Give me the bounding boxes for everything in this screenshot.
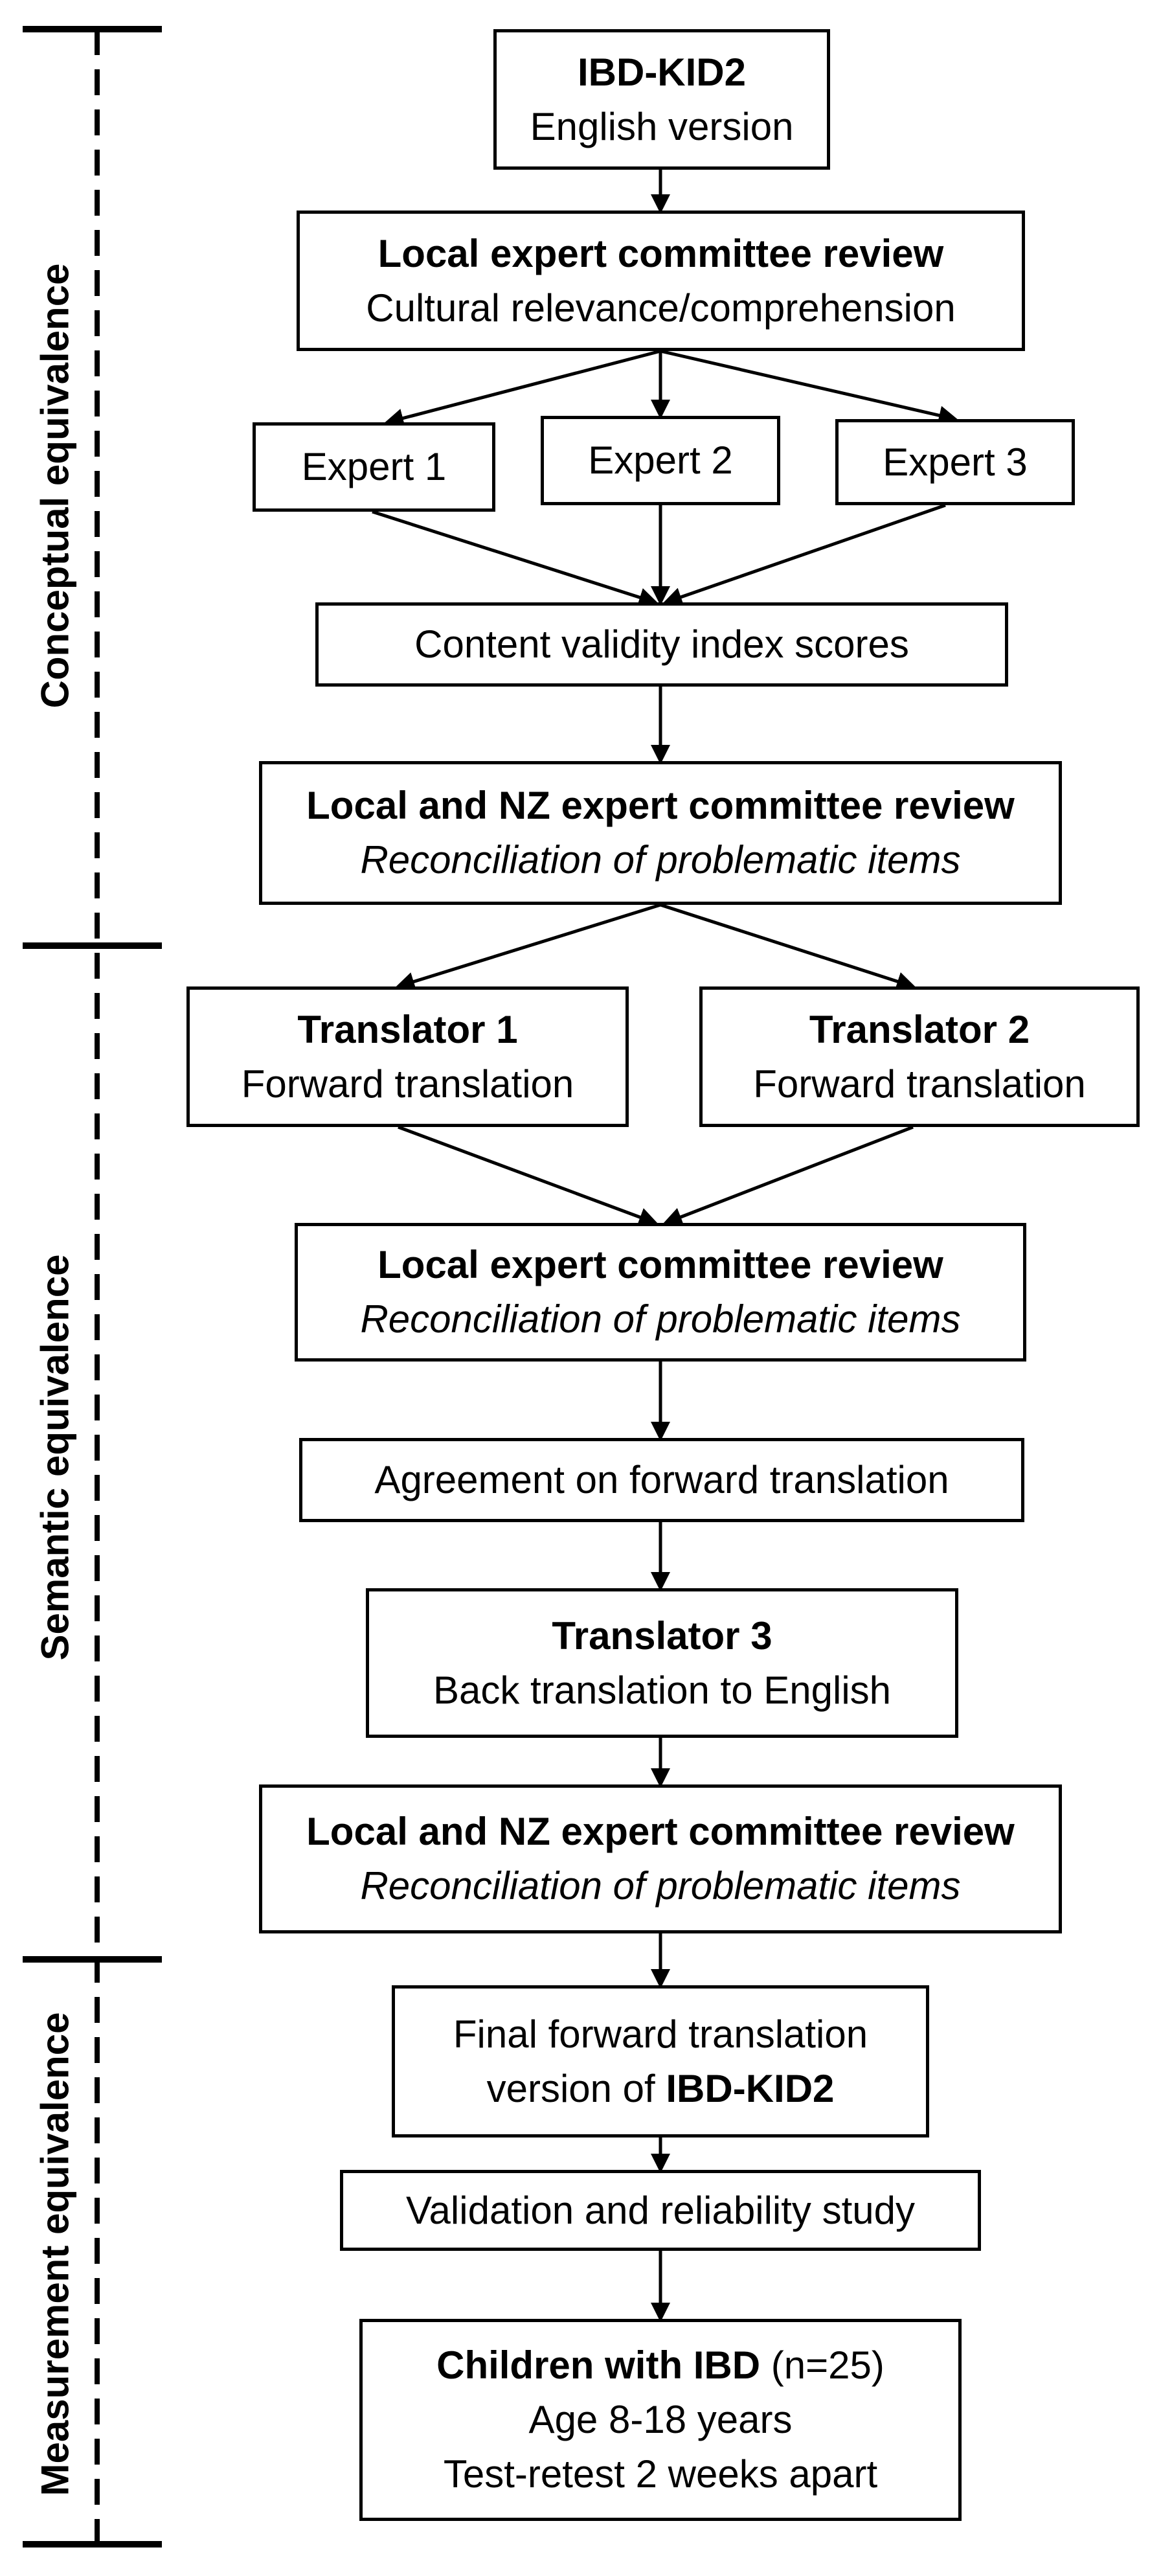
node-title-suffix: (n=25) [760, 2343, 885, 2387]
node-text: Validation and reliability study [405, 2188, 915, 2232]
arrow-expert3-to-cvi [662, 503, 946, 606]
arrow-translator2-to-review [662, 1125, 914, 1226]
node-translator-3: Translator 3 Back translation to English [366, 1588, 958, 1738]
arrow-review-to-expert1 [384, 349, 661, 428]
node-validation-reliability-study: Validation and reliability study [340, 2170, 981, 2251]
node-final-forward-translation: Final forward translation version of IBD… [392, 1985, 929, 2137]
node-subtitle: Back translation to English [433, 1668, 892, 1712]
node-title: Translator 3 [552, 1613, 772, 1658]
node-title: Local and NZ expert committee review [306, 784, 1015, 827]
node-local-nz-review-1: Local and NZ expert committee review Rec… [259, 761, 1062, 905]
node-subtitle: Forward translation [753, 1062, 1086, 1106]
arrow-nzreview-to-translator1 [395, 903, 661, 991]
node-line-2-prefix: version of [486, 2066, 666, 2110]
node-expert-2: Expert 2 [541, 416, 780, 505]
node-text: Expert 2 [588, 439, 733, 482]
node-title: Translator 1 [297, 1007, 518, 1051]
node-title: Local expert committee review [378, 231, 944, 275]
node-subtitle: Cultural relevance/comprehension [366, 286, 956, 330]
node-text: Expert 3 [883, 440, 1028, 484]
node-title: IBD-KID2 [577, 50, 746, 94]
phase-bracket [23, 26, 162, 2548]
node-local-expert-review-2: Local expert committee review Reconcilia… [295, 1223, 1026, 1362]
node-expert-1: Expert 1 [253, 422, 495, 512]
node-line-1: Final forward translation [453, 2012, 868, 2056]
node-ibd-kid2-english: IBD-KID2 English version [493, 29, 830, 170]
node-translator-1: Translator 1 Forward translation [186, 986, 629, 1127]
node-title: Local expert committee review [378, 1243, 943, 1286]
node-text: Content validity index scores [414, 622, 909, 666]
node-title: Children with IBD [436, 2343, 761, 2387]
node-subtitle: Reconciliation of problematic items [360, 838, 961, 882]
node-expert-3: Expert 3 [835, 419, 1075, 505]
arrow-review-to-expert3 [660, 349, 958, 425]
node-children-with-ibd: Children with IBD (n=25) Age 8-18 years … [359, 2319, 962, 2521]
node-line-2: version of IBD-KID2 [487, 2062, 835, 2116]
node-subtitle: Reconciliation of problematic items [360, 1864, 961, 1908]
node-line-2: Age 8-18 years [528, 2398, 793, 2441]
node-local-nz-review-2: Local and NZ expert committee review Rec… [259, 1784, 1062, 1933]
node-title: Translator 2 [809, 1007, 1030, 1051]
phase-label-semantic: Semantic equivalence [33, 1254, 77, 1661]
node-content-validity-index: Content validity index scores [315, 602, 1008, 687]
arrow-expert1-to-cvi [372, 510, 659, 607]
phase-label-measurement: Measurement equivalence [33, 2012, 77, 2496]
node-translator-2: Translator 2 Forward translation [699, 986, 1140, 1127]
node-text: Expert 1 [301, 445, 447, 488]
node-title: Local and NZ expert committee review [306, 1810, 1015, 1853]
node-text: Agreement on forward translation [374, 1458, 949, 1501]
arrow-translator1-to-review [398, 1125, 659, 1227]
node-line-2-bold: IBD-KID2 [666, 2066, 835, 2110]
node-agreement-forward-translation: Agreement on forward translation [299, 1438, 1024, 1522]
node-line-3: Test-retest 2 weeks apart [443, 2452, 878, 2496]
node-local-expert-review-1: Local expert committee review Cultural r… [297, 211, 1025, 351]
arrow-nzreview-to-translator2 [660, 903, 916, 991]
node-subtitle: Forward translation [241, 1062, 574, 1106]
node-subtitle: Reconciliation of problematic items [360, 1297, 961, 1341]
phase-label-conceptual: Conceptual equivalence [33, 263, 77, 709]
node-title-line: Children with IBD (n=25) [436, 2338, 885, 2393]
node-subtitle: English version [530, 104, 794, 148]
